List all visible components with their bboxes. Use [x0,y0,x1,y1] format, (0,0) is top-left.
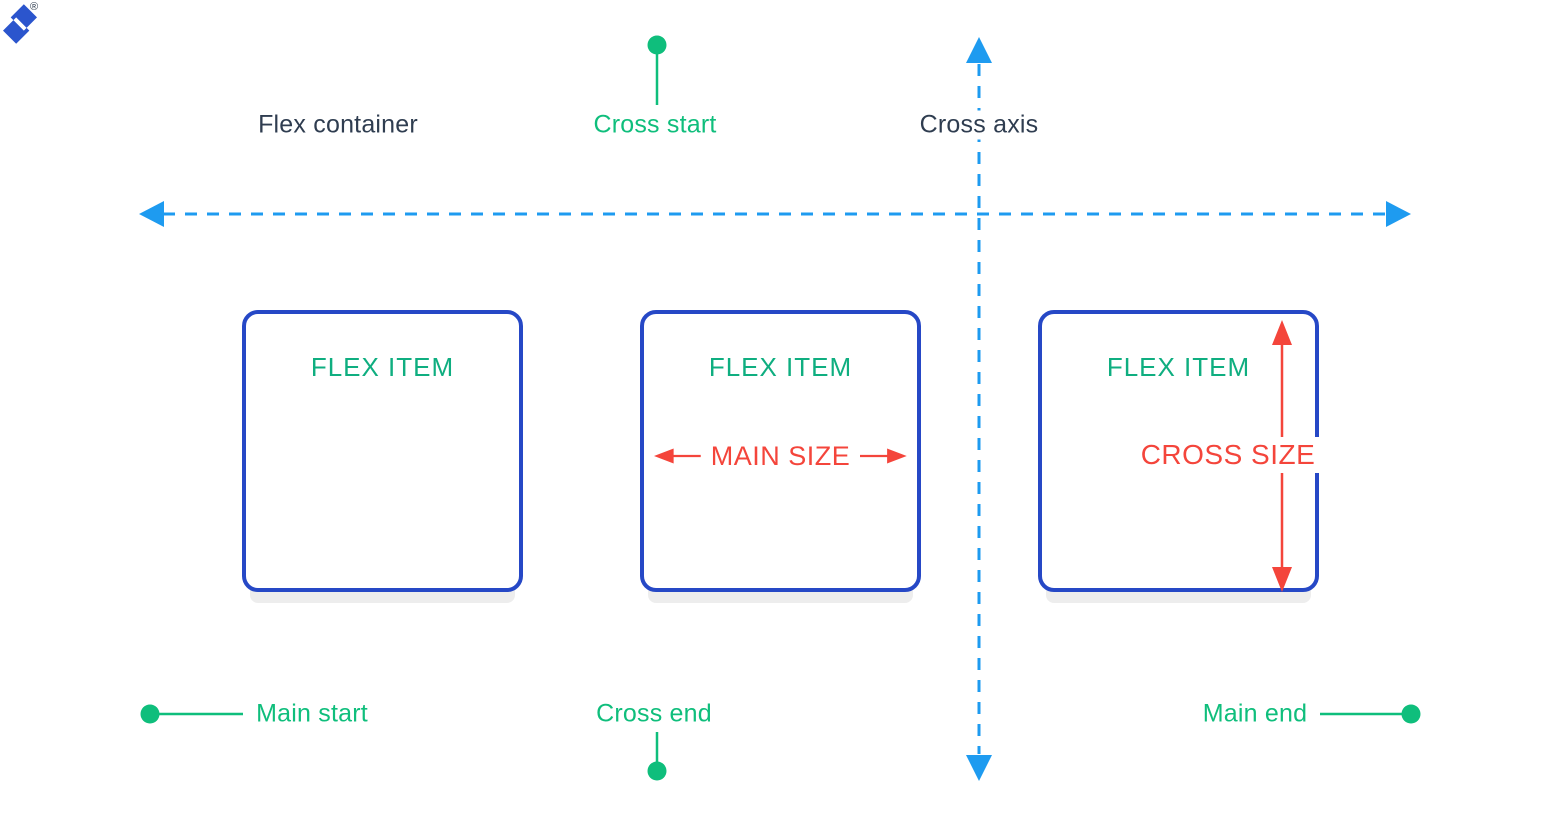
main-axis-arrow-left-icon [139,201,164,227]
cross-axis-arrow-top-icon [966,37,992,63]
flex-item-title: FLEX ITEM [310,352,455,382]
main-start-marker [140,704,243,724]
flex-item-title: FLEX ITEM [1106,352,1251,382]
main-size-label: MAIN SIZE [710,440,851,471]
flex-item-box-3: FLEX ITEM CROSS SIZE [1038,310,1320,592]
cross-axis-label: Cross axis [909,110,1049,140]
cross-start-label: Cross start [593,110,717,139]
flex-item-box-1: FLEX ITEM [242,310,523,592]
cross-end-label: Cross end [596,699,712,728]
main-end-label: Main end [1202,699,1308,728]
main-end-marker [1320,704,1421,724]
main-start-label: Main start [256,699,368,728]
main-size-arrow-right-icon [860,448,907,464]
flex-container-label: Flex container [258,110,418,139]
flex-item-title: FLEX ITEM [708,352,853,382]
flex-item-box-2: FLEX ITEM MAIN SIZE [640,310,921,592]
main-size-indicator: MAIN SIZE [654,438,907,474]
main-size-arrow-left-icon [654,448,701,464]
main-axis-arrow-right-icon [1386,201,1411,227]
cross-axis-arrow-bottom-icon [966,755,992,781]
cross-size-label: CROSS SIZE [1136,437,1320,473]
cross-end-marker [647,732,667,781]
registered-trademark-icon: ® [30,1,39,13]
toptal-logo-mark [3,4,37,44]
toptal-logo: ® [3,1,49,53]
cross-start-marker [647,35,667,105]
